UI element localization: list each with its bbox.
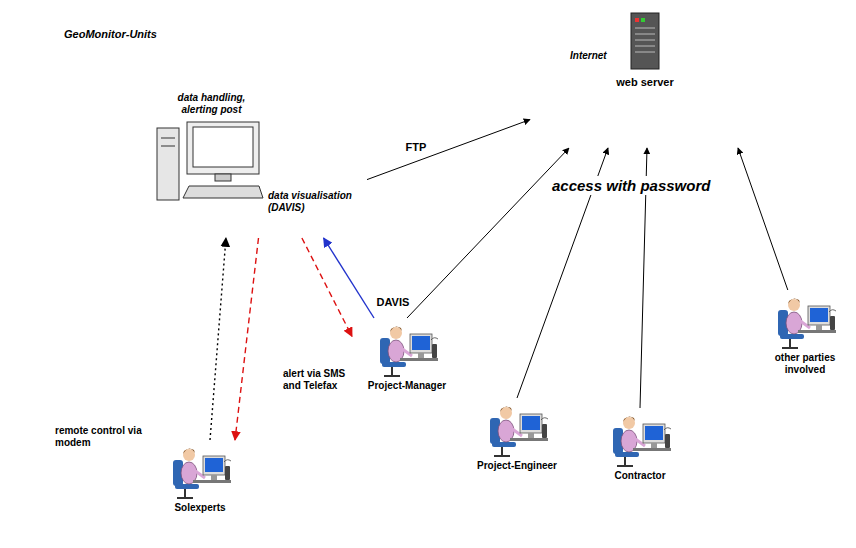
internet-cloud: Internet web server <box>530 6 790 148</box>
connector-label: FTP <box>406 141 427 154</box>
alarm-bell <box>284 345 308 362</box>
remote-control-line <box>75 209 195 440</box>
icon-figure <box>490 407 548 456</box>
monitor-unit <box>22 154 74 204</box>
cloud-shape <box>15 15 273 393</box>
icon-figure <box>157 122 263 200</box>
monitor-unit <box>22 267 74 317</box>
node-label: Project-Manager <box>368 380 446 392</box>
user-cloud <box>276 314 809 526</box>
alert-note: alert via SMS and Telefax <box>283 368 363 391</box>
connector <box>407 148 569 318</box>
arrow-head <box>66 323 74 331</box>
cloud-heading: Internet <box>570 50 607 62</box>
remote-control-note: remote control via modem <box>55 425 145 448</box>
connector <box>367 120 530 180</box>
cloud-outline <box>4 4 284 404</box>
access-note: access with password <box>548 176 714 195</box>
monitor-unit <box>22 44 74 94</box>
icon-figure <box>613 417 671 466</box>
icon <box>607 408 673 468</box>
icon <box>155 118 265 208</box>
monitor-units-cloud: GeoMonitor-Units data handling, alerting … <box>4 4 284 404</box>
icon-figure <box>173 449 231 498</box>
alerting-post-computer: data handling, alerting post data visuali… <box>150 92 367 238</box>
icon <box>167 440 233 500</box>
node-label: data visualisation (DAVIS) <box>268 190 363 213</box>
connector <box>738 148 788 290</box>
user-workstation: Contractor <box>585 408 695 500</box>
node-label: Contractor <box>614 470 665 482</box>
node-label: Project-Engineer <box>477 460 557 472</box>
user-workstation: Project-Manager <box>352 318 462 410</box>
cloud-shape <box>541 17 778 137</box>
user-workstation: Project-Engineer <box>462 398 572 490</box>
node-label: web server <box>616 76 673 89</box>
icon-figure <box>778 299 836 348</box>
icon <box>772 290 838 350</box>
connector-label: DAVIS <box>376 296 409 309</box>
icon-figure <box>631 13 659 69</box>
connector <box>210 238 226 440</box>
user-workstation: other parties involved <box>762 290 848 390</box>
node-label: other parties involved <box>769 352 841 375</box>
cloud-heading: GeoMonitor-Units <box>64 28 157 41</box>
connector <box>235 238 259 440</box>
user-workstation: Solexperts <box>150 440 250 532</box>
arrow-head <box>70 209 77 218</box>
icon-figure <box>380 327 438 376</box>
icon <box>630 12 660 70</box>
web-server: web server <box>610 12 680 100</box>
remote-control-line <box>70 323 195 440</box>
node-label: Solexperts <box>174 502 225 514</box>
icon <box>374 318 440 378</box>
node-label: data handling, alerting post <box>164 92 259 115</box>
connector <box>302 238 352 336</box>
connector <box>324 238 374 318</box>
icon <box>484 398 550 458</box>
